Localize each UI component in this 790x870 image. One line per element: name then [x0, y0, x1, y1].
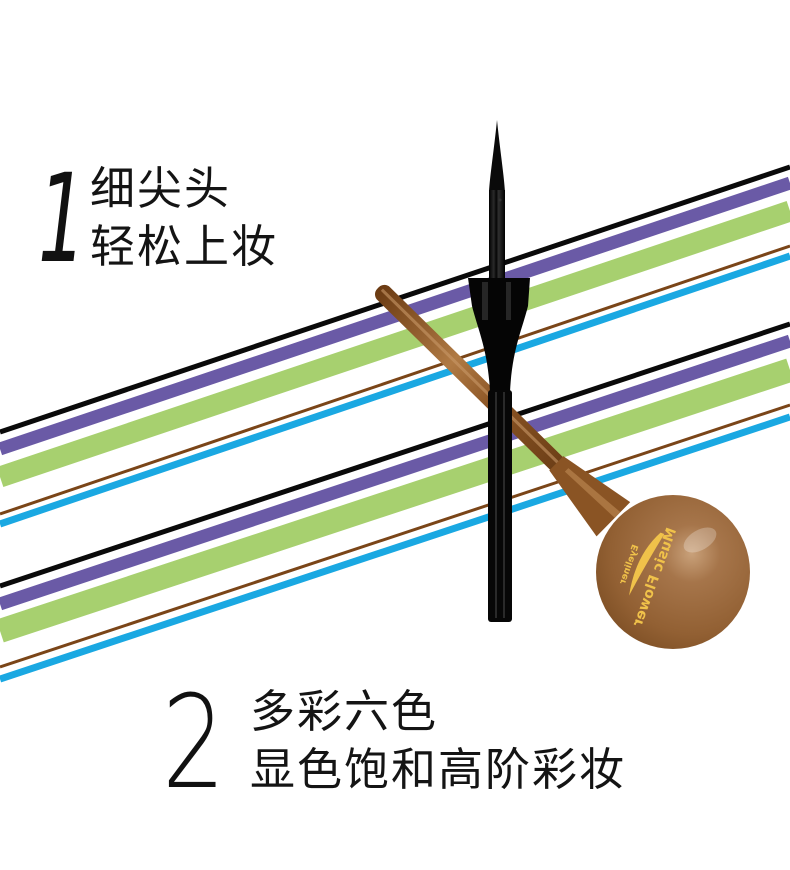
- feature-1-line-2: 轻松上妆: [90, 220, 279, 273]
- feature-2-text: 多彩六色 显色饱和高阶彩妆: [250, 683, 626, 799]
- eyeliner-bottle-ball: Music Flower Eyeliner: [596, 495, 750, 649]
- stripe-green: [0, 358, 790, 643]
- feature-2-number: 2: [162, 669, 226, 818]
- stripe-blue: [0, 252, 790, 528]
- stripe-black: [0, 321, 790, 589]
- stripe-purple: [0, 334, 790, 611]
- brush-tip: [489, 120, 505, 192]
- stripe-brown: [0, 244, 790, 516]
- feature-1-text: 细尖头 轻松上妆: [90, 160, 278, 276]
- feature-2-line-1: 多彩六色: [250, 685, 439, 738]
- pen-body: [488, 390, 512, 622]
- stripe-brown: [0, 403, 790, 669]
- stripe-blue: [0, 413, 790, 683]
- stripe-set-2: [0, 321, 790, 683]
- feature-2-line-2: 显色饱和高阶彩妆: [250, 743, 627, 796]
- stripe-green: [0, 201, 790, 487]
- feature-1-number: 1: [38, 148, 87, 290]
- brown-wand: [375, 284, 631, 537]
- stripe-set-1: [0, 164, 790, 528]
- black-eyeliner-pen: [468, 120, 530, 622]
- feature-1-line-1: 细尖头: [90, 162, 232, 215]
